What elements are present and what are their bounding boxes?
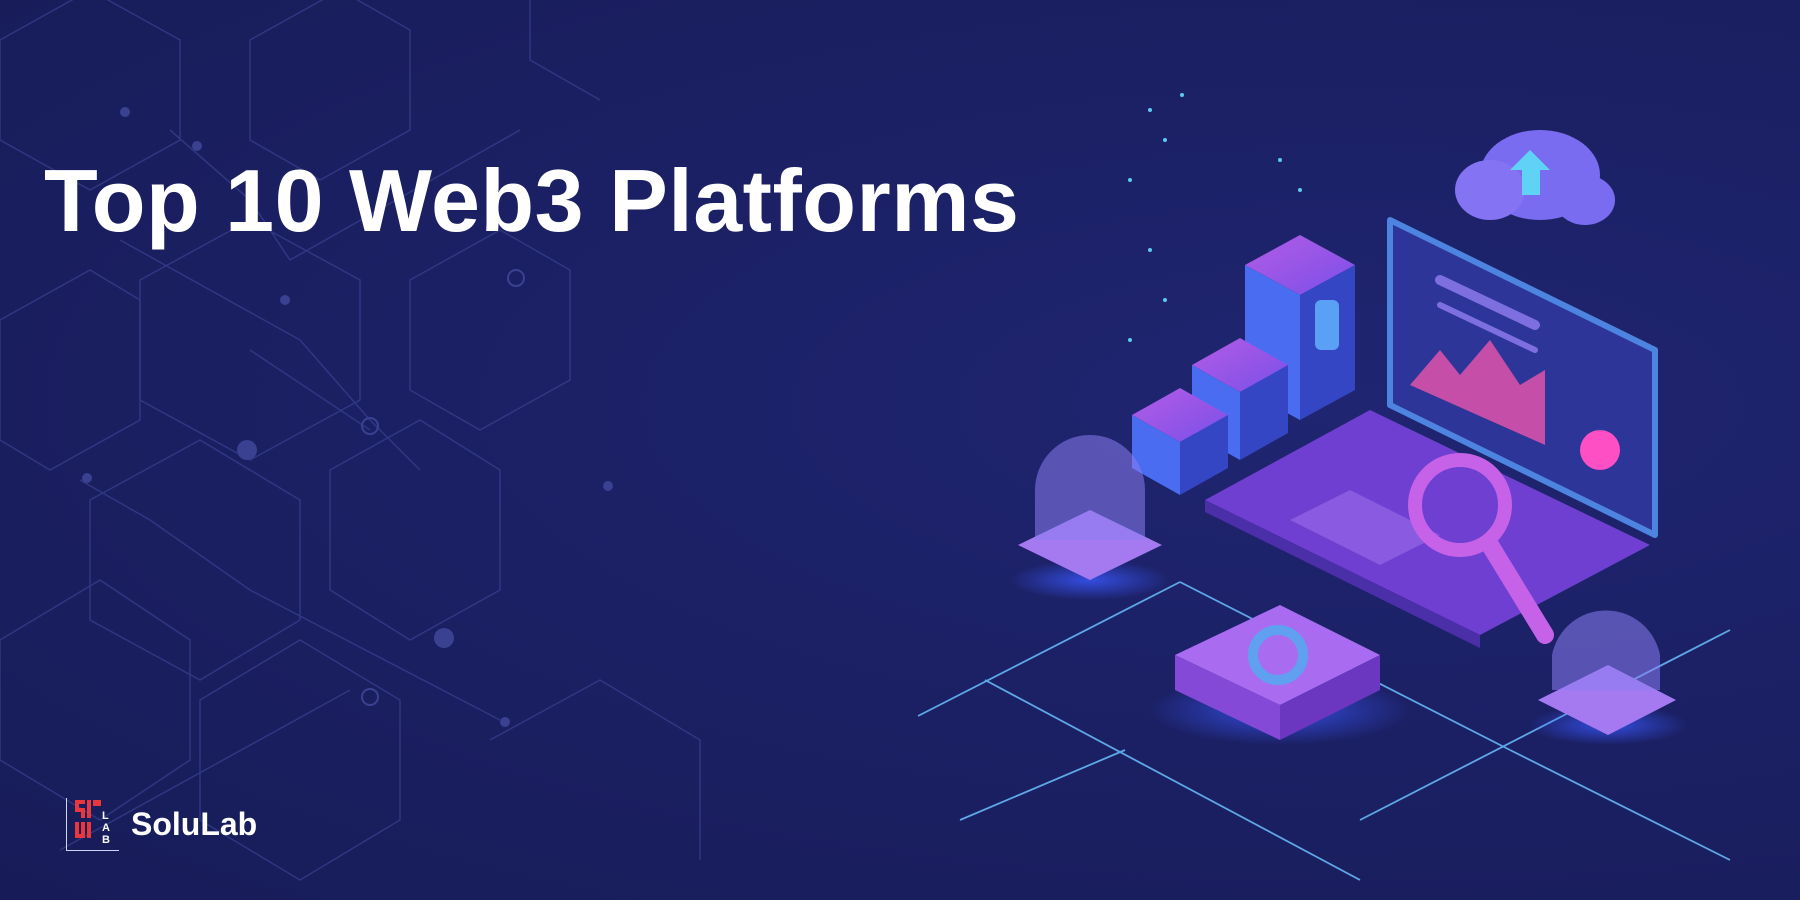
server-stack [1132,338,1288,495]
page-title: Top 10 Web3 Platforms [44,151,1020,250]
glass-dome-right [1528,610,1688,745]
logo-mark-letters: LAB [102,810,110,846]
logo-pixel-icon [75,800,101,838]
gear-box [1150,605,1410,745]
solulab-logo-mark: LAB [66,798,119,851]
laptop [1205,217,1658,648]
magnifier-icon [1408,453,1554,644]
solulab-logo[interactable]: LAB SoluLab [66,798,257,851]
brand-name: SoluLab [131,806,258,842]
cloud-upload-icon [1455,130,1615,225]
glass-dome-left [1010,435,1170,600]
